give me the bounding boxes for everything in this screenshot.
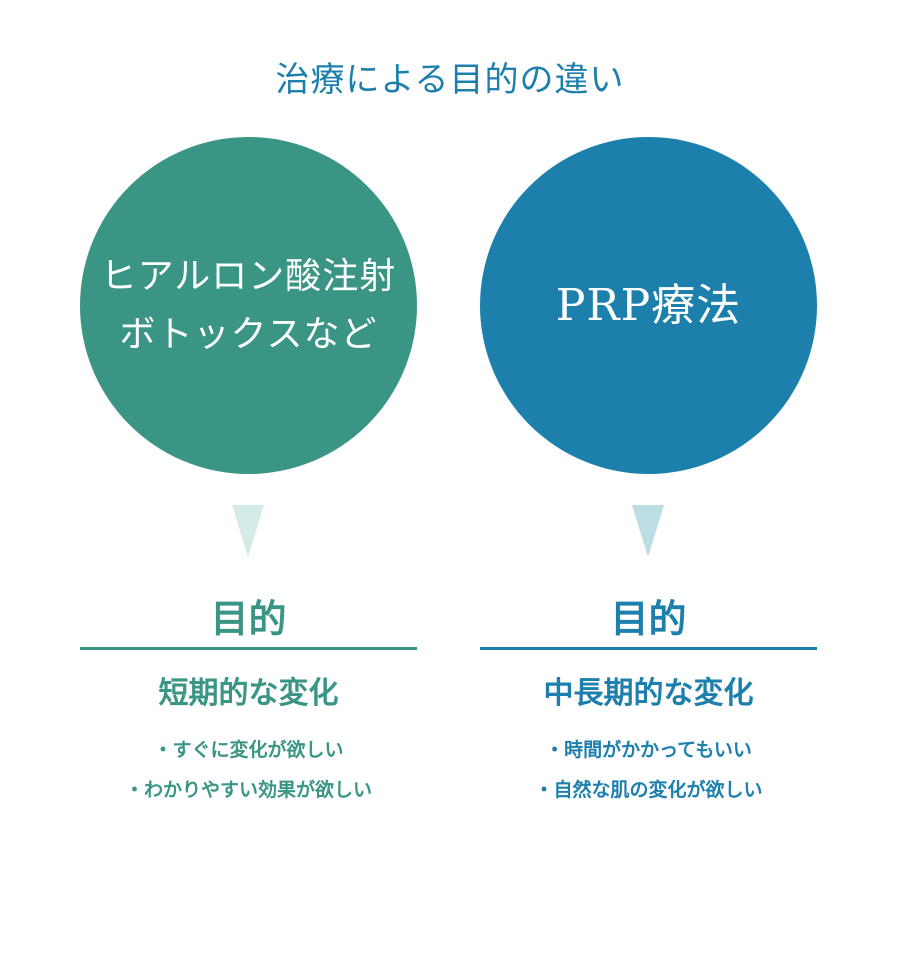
divider: [80, 647, 417, 650]
page-title: 治療による目的の違い: [275, 60, 625, 100]
down-triangle-icon: [232, 505, 264, 557]
treatment-circle: ヒアルロン酸注射 ボトックスなど: [80, 137, 417, 474]
divider: [480, 647, 817, 650]
purpose-heading: 目的: [210, 596, 287, 641]
bullet-item: ・すぐに変化が欲しい: [153, 739, 344, 761]
purpose-summary: 短期的な変化: [158, 676, 339, 711]
purpose-bullets: ・すぐに変化が欲しい ・わかりやすい効果が欲しい: [80, 730, 417, 810]
treatment-name-line: ボトックスなど: [119, 313, 378, 355]
purpose-summary: 中長期的な変化: [543, 676, 754, 711]
bullet-item: ・自然な肌の変化が欲しい: [534, 779, 763, 801]
purpose-heading: 目的: [610, 596, 687, 641]
treatment-name-line: ヒアルロン酸注射: [100, 255, 397, 297]
down-triangle-icon: [632, 505, 664, 557]
purpose-bullets: ・時間がかかってもいい ・自然な肌の変化が欲しい: [480, 730, 817, 810]
treatment-name-line: PRP療法: [555, 279, 742, 331]
treatment-circle: PRP療法: [480, 137, 817, 474]
bullet-item: ・わかりやすい効果が欲しい: [124, 779, 372, 801]
bullet-item: ・時間がかかってもいい: [545, 739, 752, 761]
